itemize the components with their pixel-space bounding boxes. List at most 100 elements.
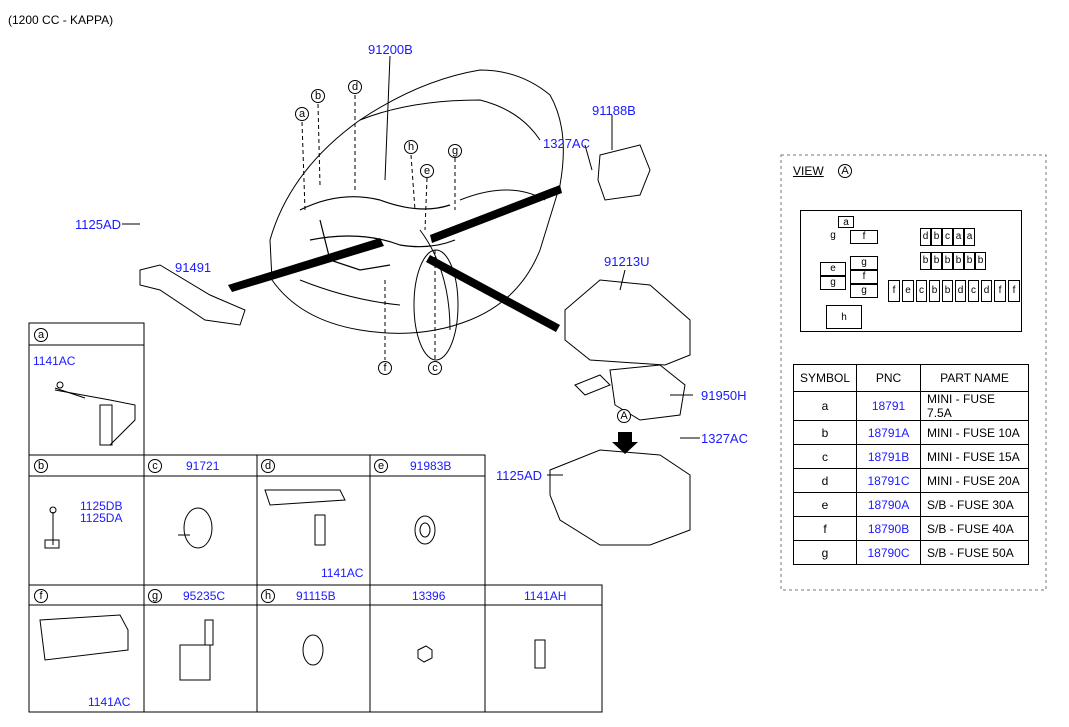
cell-a-letter: a [34, 328, 48, 342]
cell-symbol: g [792, 540, 858, 565]
fuse-bot-d1: d [955, 280, 966, 302]
marker-f: f [378, 361, 392, 375]
cell-pnc[interactable]: 18791C [856, 468, 922, 493]
callout-1125AD-mid: 1125AD [496, 468, 543, 483]
header-part-name: PART NAME [920, 364, 1030, 392]
fuse-f-2: f [850, 270, 878, 284]
callout-91491: 91491 [175, 260, 212, 275]
view-title: VIEW [793, 164, 824, 178]
cell-symbol: f [792, 516, 858, 541]
marker-h: h [404, 140, 418, 154]
fuse-bot-b1: b [929, 280, 940, 302]
cell-a-part-1141AC: 1141AC [33, 354, 76, 368]
marker-b: b [311, 89, 325, 103]
fuse-row-top: d b c a a [920, 228, 975, 246]
marker-g: g [448, 144, 462, 158]
cell-g-letter: g [148, 589, 162, 603]
cell-pnc[interactable]: 18790B [856, 516, 922, 541]
pointer-band-right [430, 185, 562, 243]
fuse-top-b: b [931, 228, 942, 246]
marker-d: d [348, 80, 362, 94]
view-title-marker: A [838, 164, 852, 178]
cell-symbol: a [792, 391, 858, 421]
cell-1141AH-part: 1141AH [524, 589, 567, 603]
cell-13396-part: 13396 [412, 589, 446, 603]
fuse-a: a [838, 216, 854, 228]
bracket-91491 [139, 264, 246, 326]
fuse-f-1: f [850, 230, 878, 244]
callout-91200B: 91200B [368, 42, 413, 57]
fuse-row-bottom: f e c b b d c d f f [888, 280, 1020, 302]
cell-g-part: 95235C [183, 589, 226, 603]
cell-pnc[interactable]: 18791A [856, 420, 922, 445]
fuse-bot-f3: f [1008, 280, 1020, 302]
cell-symbol: c [792, 444, 858, 469]
fuse-bot-e: e [902, 280, 914, 302]
cell-d-part-1141AC: 1141AC [321, 566, 364, 580]
fuse-g-1: g [824, 230, 842, 242]
callout-1327AC-top: 1327AC [543, 136, 590, 151]
cell-part-name: MINI - FUSE 15A [920, 444, 1030, 469]
junction-block [609, 364, 686, 421]
cell-part-name: S/B - FUSE 50A [920, 540, 1030, 565]
cell-part-name: MINI - FUSE 10A [920, 420, 1030, 445]
fuse-mid-b1: b [920, 252, 931, 270]
cell-part-name: S/B - FUSE 30A [920, 492, 1030, 517]
cell-pnc[interactable]: 18790C [856, 540, 922, 565]
fuse-mid-b6: b [975, 252, 986, 270]
cell-symbol: d [792, 468, 858, 493]
marker-c: c [428, 361, 442, 375]
cell-d-letter: d [261, 459, 275, 473]
fuse-row-mid: b b b b b b [920, 252, 986, 270]
cell-b-part-1125DA: 1125DA [80, 511, 123, 525]
pointer-band-left [228, 238, 384, 292]
cell-pnc[interactable]: 18791 [856, 391, 922, 421]
marker-e: e [420, 164, 434, 178]
fuse-block [800, 210, 1022, 332]
cell-b-letter: b [34, 459, 48, 473]
fuse-h: h [826, 305, 862, 329]
cell-pnc[interactable]: 18790A [856, 492, 922, 517]
view-marker-arrow: A [617, 409, 631, 423]
engine-caption: (1200 CC - KAPPA) [8, 13, 114, 27]
fuse-mid-b4: b [953, 252, 964, 270]
cell-part-name: MINI - FUSE 20A [920, 468, 1030, 493]
view-frame [780, 154, 1047, 591]
fuse-mid-b2: b [931, 252, 942, 270]
view-arrow [612, 432, 638, 454]
cell-part-name: MINI - FUSE 7.5A [920, 391, 1030, 421]
cell-h-letter: h [261, 589, 275, 603]
header-pnc: PNC [856, 364, 922, 392]
cell-symbol: e [792, 492, 858, 517]
cell-symbol: b [792, 420, 858, 445]
pointer-band-lower [426, 255, 560, 332]
fuse-bot-f2: f [994, 280, 1006, 302]
callout-91188B: 91188B [592, 103, 636, 118]
cell-e-letter: e [374, 459, 388, 473]
fuse-mid-b3: b [942, 252, 953, 270]
cell-f-letter: f [34, 589, 48, 603]
fuse-bot-b2: b [942, 280, 953, 302]
fuse-box-lower [549, 449, 691, 546]
fuse-g-2: g [820, 276, 846, 290]
fuse-top-a1: a [953, 228, 964, 246]
cell-b-part-1125DB: 1125DB [80, 499, 123, 513]
callout-1125AD-left: 1125AD [75, 217, 122, 232]
fuse-box-cover [564, 279, 691, 366]
fuse-bot-c1: c [916, 280, 927, 302]
cell-e-part: 91983B [410, 459, 452, 473]
cell-pnc[interactable]: 18791B [856, 444, 922, 469]
fuse-mid-b5: b [964, 252, 975, 270]
cell-f-part-1141AC: 1141AC [88, 695, 131, 709]
fuse-bot-f1: f [888, 280, 900, 302]
fuse-e-1: e [820, 262, 846, 276]
fuse-top-c: c [942, 228, 953, 246]
